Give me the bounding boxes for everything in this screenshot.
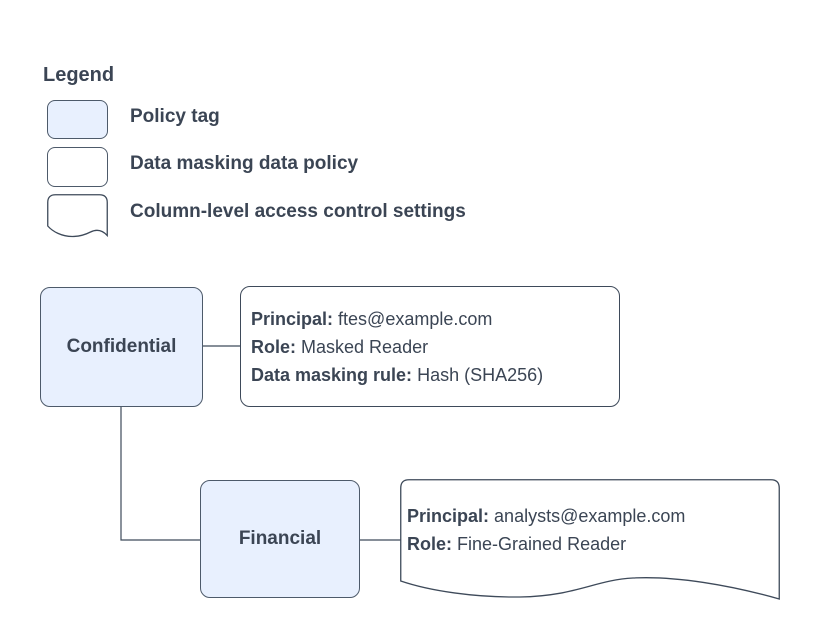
column-access-settings-text: Principal: analysts@example.com Role: Fi… bbox=[407, 502, 777, 558]
data-masking-policy-swatch bbox=[47, 147, 108, 187]
policy-tag-node-confidential: Confidential bbox=[40, 287, 203, 407]
column-access-settings-swatch bbox=[47, 194, 108, 238]
masking-principal-label: Principal: bbox=[251, 308, 334, 329]
masking-rule-line: Data masking rule: Hash (SHA256) bbox=[251, 361, 619, 389]
column-access-settings-shape bbox=[400, 479, 780, 600]
column-access-role-label: Role: bbox=[407, 534, 452, 554]
masking-rule-value: Hash (SHA256) bbox=[417, 364, 544, 385]
policy-tag-swatch bbox=[47, 100, 108, 139]
masking-role-value: Masked Reader bbox=[301, 336, 429, 357]
masking-rule-label: Data masking rule: bbox=[251, 364, 413, 385]
legend-label-policy-tag: Policy tag bbox=[130, 106, 220, 127]
policy-tag-node-financial: Financial bbox=[200, 480, 360, 598]
masking-principal-line: Principal: ftes@example.com bbox=[251, 305, 619, 333]
financial-node-label: Financial bbox=[238, 528, 322, 549]
masking-role-line: Role: Masked Reader bbox=[251, 333, 619, 361]
column-access-principal-label: Principal: bbox=[407, 506, 490, 526]
data-masking-policy-box: Principal: ftes@example.com Role: Masked… bbox=[240, 286, 620, 407]
column-access-role-line: Role: Fine-Grained Reader bbox=[407, 530, 777, 558]
masking-principal-value: ftes@example.com bbox=[338, 308, 493, 329]
masking-role-label: Role: bbox=[251, 336, 296, 357]
column-access-principal-value: analysts@example.com bbox=[494, 506, 686, 526]
legend-label-data-masking-policy: Data masking data policy bbox=[130, 153, 359, 174]
confidential-node-label: Confidential bbox=[66, 336, 177, 357]
legend-title: Legend bbox=[43, 64, 115, 86]
column-access-principal-line: Principal: analysts@example.com bbox=[407, 502, 777, 530]
legend-label-column-access: Column-level access control settings bbox=[130, 201, 466, 222]
column-access-role-value: Fine-Grained Reader bbox=[457, 534, 627, 554]
